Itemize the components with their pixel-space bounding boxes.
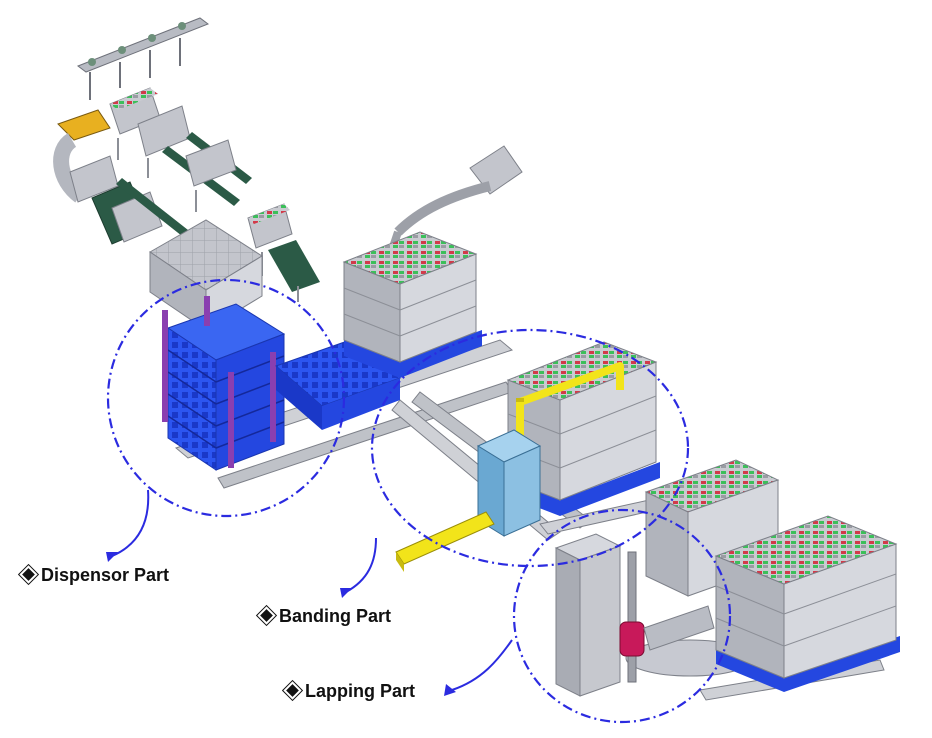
dispensor-part-text: Dispensor Part [41,565,170,585]
dispensor-arrowhead [106,552,118,562]
stack-robot [342,231,482,378]
dispensor-arrow [111,489,150,557]
banding-part-text: Banding Part [279,606,392,626]
lapping-arrowhead [444,684,456,696]
banding-arrowhead [340,588,352,598]
lapping-arrow [451,639,513,691]
diamond-bullet-icon [19,565,38,584]
stack-lapping-front [714,515,900,692]
pallet-dispensor [162,296,401,471]
banding-region-circle [370,328,690,568]
lapping-part-label: Lapping Part [283,681,416,702]
dispensor-region-circle [106,278,346,518]
diamond-bullet-icon [283,681,302,700]
lapping-machine [554,533,715,697]
banding-arrow [345,537,377,593]
lapping-region-circle [512,508,732,724]
diamond-bullet-icon [257,606,276,625]
upper-box-conveyors [109,87,320,302]
banding-machine [395,362,624,572]
dispensor-part-label: Dispensor Part [19,565,170,586]
lapping-part-text: Lapping Part [305,681,416,701]
banding-part-label: Banding Part [257,606,392,627]
